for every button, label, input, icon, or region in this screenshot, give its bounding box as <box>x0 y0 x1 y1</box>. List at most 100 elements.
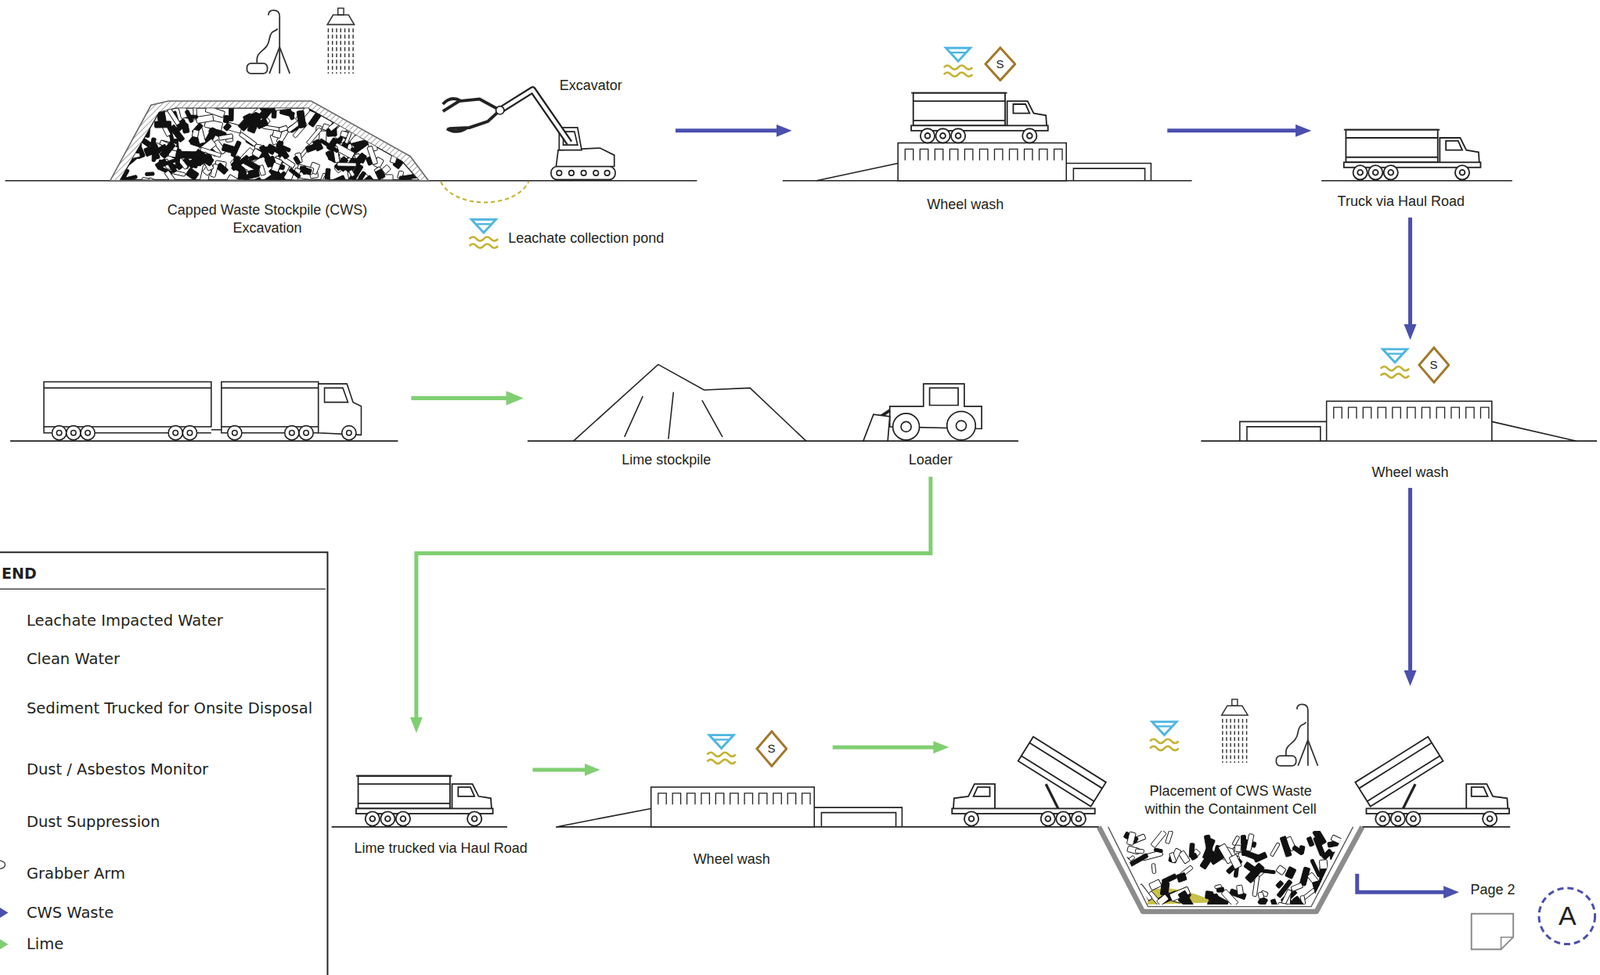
waste-piece <box>115 107 126 122</box>
legend-panel <box>0 938 8 949</box>
wash-grate <box>1436 407 1445 419</box>
waste-piece <box>1340 869 1349 883</box>
station-caption: Placement of CWS Waste within the Contai… <box>1136 781 1325 819</box>
waste-piece <box>1178 890 1196 912</box>
legend-entry: Lime <box>26 934 64 953</box>
waste-piece <box>1156 893 1169 906</box>
waste-piece <box>413 158 426 176</box>
waste-piece <box>1253 851 1268 862</box>
legend-heading: END <box>1 564 37 583</box>
wheel-wash-drawing <box>814 807 902 827</box>
legend-text: Lime <box>26 934 64 953</box>
ground-line <box>555 825 1100 828</box>
waste-piece <box>252 147 264 159</box>
waste-piece <box>1292 844 1305 855</box>
waste-piece <box>1232 845 1243 855</box>
waste-piece <box>361 175 375 188</box>
waste-piece <box>1189 843 1195 858</box>
waste-piece <box>120 151 141 161</box>
waste-piece <box>223 122 232 132</box>
wash-grate <box>787 792 796 804</box>
waste-piece <box>411 156 416 163</box>
wash-grate <box>964 148 973 160</box>
station-caption: Loader <box>908 450 953 469</box>
waste-piece <box>1221 888 1239 907</box>
loader-station: Loader <box>851 372 1006 477</box>
waste-piece <box>324 175 346 190</box>
waste-piece <box>359 123 379 138</box>
dust-monitor-icon <box>246 10 290 74</box>
wheel-wash-drawing <box>1333 407 1489 419</box>
waste-piece <box>273 101 291 111</box>
wash-grate <box>1348 407 1357 419</box>
symbol-letter: S <box>995 56 1004 73</box>
flow-arrow <box>1408 487 1413 680</box>
waste-piece <box>223 115 230 123</box>
wash-grate <box>1054 148 1063 160</box>
wash-grate <box>1407 407 1416 419</box>
waste-piece <box>115 178 123 185</box>
dump-truck-drawing <box>356 775 494 826</box>
legend-text: Dust / Asbestos Monitor <box>26 760 209 779</box>
leachate-pond <box>440 181 529 202</box>
semi-truck-drawing <box>284 425 300 440</box>
containment-cell <box>1108 826 1354 907</box>
excavator-station: Excavator <box>428 73 676 186</box>
tipping-truck-drawing <box>951 736 1107 826</box>
semi-truck-drawing <box>51 425 66 440</box>
dust-suppression-icon <box>327 7 354 74</box>
waste-piece <box>110 140 126 152</box>
semi-truck-drawing <box>289 429 296 436</box>
diamond-outline <box>756 731 787 766</box>
stockpile-station: Capped Waste Stockpile (CWS) Excavation <box>101 97 427 246</box>
waste-piece <box>334 110 350 126</box>
waste-piece <box>1151 863 1157 874</box>
wheel-wash-station: Wheel washS <box>1224 339 1594 488</box>
waste-piece <box>117 174 137 183</box>
wheel-wash-drawing <box>897 143 1067 181</box>
waste-piece <box>381 113 393 129</box>
symbol-letter: S <box>767 740 775 757</box>
semi-truck-drawing <box>318 383 362 435</box>
page-icon <box>1471 913 1514 950</box>
flow-arrow <box>832 745 944 750</box>
waste-piece <box>1285 865 1297 879</box>
wash-grate <box>919 148 928 160</box>
waste-piece <box>1313 836 1326 856</box>
legend-panel <box>0 907 8 918</box>
excavator-drawing <box>593 170 599 177</box>
waste-piece <box>374 113 385 124</box>
waste-piece <box>144 113 155 121</box>
wash-grate <box>701 792 710 804</box>
flow-arrow <box>1167 128 1305 133</box>
lime-delivery-arrow <box>506 390 524 405</box>
waste-piece <box>1128 853 1150 867</box>
page-reference: Page 2 <box>1459 877 1523 953</box>
wash-grate <box>1024 148 1033 160</box>
flow-arrow <box>1357 873 1453 892</box>
dust-suppression-icon <box>1221 699 1248 763</box>
waste-piece <box>385 140 401 152</box>
semi-truck-drawing <box>66 425 81 440</box>
diamond-outline <box>1419 347 1449 382</box>
loader-drawing <box>900 421 912 432</box>
waste-piece <box>1135 848 1144 854</box>
lime-delivery-arrow <box>410 396 509 400</box>
waste-piece <box>238 131 257 147</box>
semi-truck-drawing <box>172 429 179 436</box>
dump-truck-drawing <box>356 775 494 826</box>
wash-grate <box>672 792 681 804</box>
ground-line <box>331 825 508 828</box>
wheel-wash-drawing <box>904 148 1063 160</box>
wash-grate <box>1392 407 1401 419</box>
waste-piece <box>1150 829 1167 848</box>
wheel-wash-drawing <box>1326 400 1492 441</box>
legend-entry: CWS Waste <box>26 903 114 922</box>
waste-piece <box>233 156 241 171</box>
waste-piece <box>173 121 188 134</box>
waste-piece <box>185 167 199 181</box>
waste-piece <box>1113 890 1133 909</box>
excavator-drawing <box>496 106 505 115</box>
dust-suppression-icon <box>327 7 354 74</box>
semi-truck-drawing <box>346 429 353 436</box>
